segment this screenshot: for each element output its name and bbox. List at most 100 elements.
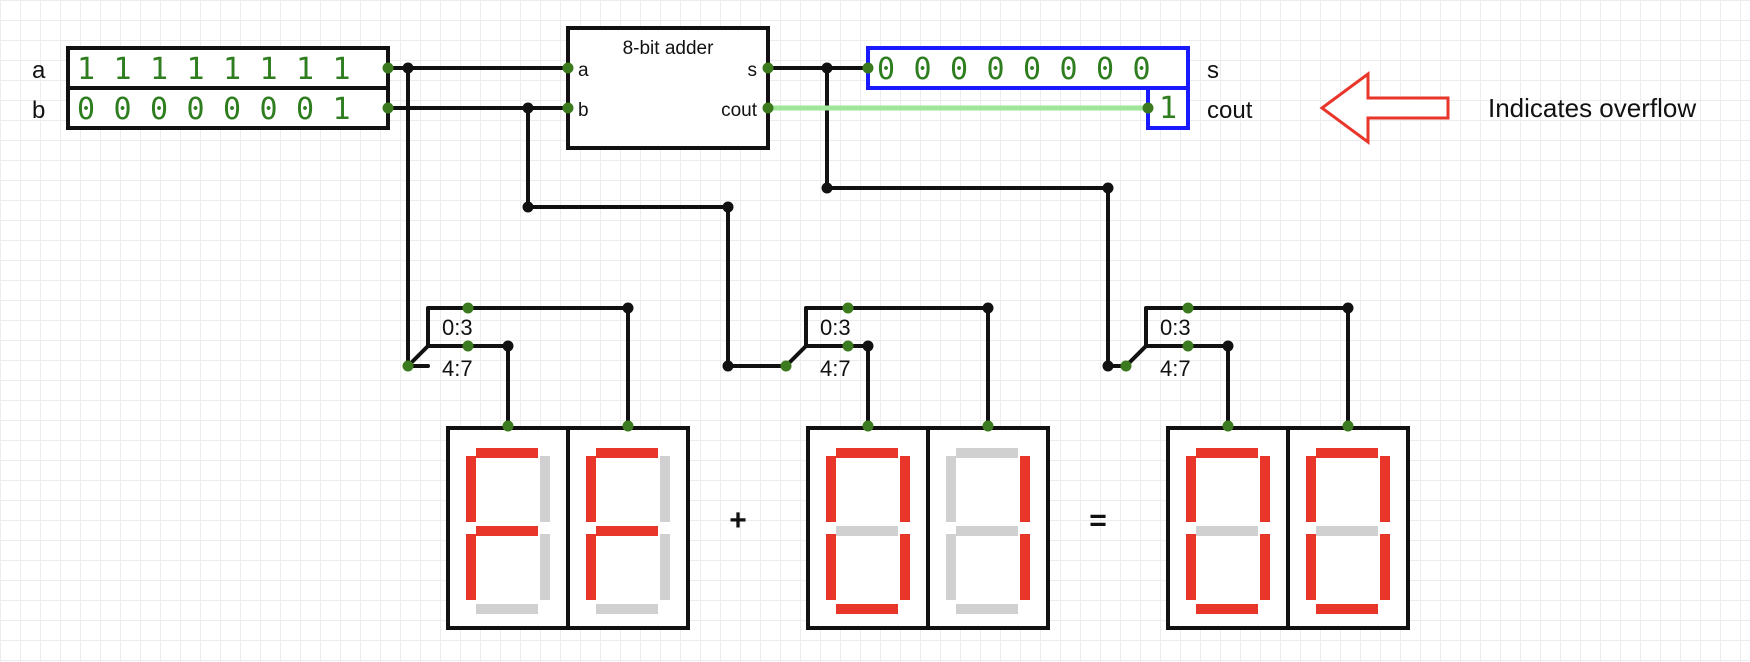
wire-junction [1102, 182, 1114, 194]
input-b-bit[interactable]: 0 [296, 92, 314, 127]
display-1-digit-1-segment-e [466, 534, 476, 600]
input-b-bit[interactable]: 0 [77, 92, 95, 127]
display-1-digit-2-segment-b [660, 456, 670, 522]
display-2-digit-2-segment-c [1020, 534, 1030, 600]
splitter-3-high-label: 4:7 [1160, 356, 1191, 381]
port-node [1342, 420, 1354, 432]
port-node [1182, 340, 1194, 352]
splitter-1-low-label: 0:3 [442, 315, 473, 340]
display-3-digit-2-segment-g [1316, 526, 1378, 536]
input-a-bit[interactable]: 1 [77, 52, 95, 87]
wire-junction [1342, 302, 1354, 314]
display-2-digit-1-segment-e [826, 534, 836, 600]
overflow-annotation: Indicates overflow [1488, 93, 1696, 123]
port-node [1120, 360, 1132, 372]
adder-title: 8-bit adder [623, 38, 715, 59]
input-a-bit[interactable]: 1 [332, 52, 350, 87]
input-a-bit[interactable]: 1 [150, 52, 168, 87]
port-node [562, 62, 574, 74]
input-b-bit[interactable]: 0 [113, 92, 131, 127]
adder-port-a: a [578, 60, 589, 81]
input-a-bit[interactable]: 1 [259, 52, 277, 87]
output-cout-value: 1 [1159, 91, 1177, 126]
display-2-digit-1-segment-a [836, 448, 898, 458]
input-b-bit[interactable]: 0 [259, 92, 277, 127]
display-3-digit-1-segment-d [1196, 604, 1258, 614]
wire-junction [502, 340, 514, 352]
output-s-bit: 0 [913, 52, 931, 87]
port-node [1182, 302, 1194, 314]
output-s-bit: 0 [1059, 52, 1077, 87]
display-3-digit-2-segment-b [1380, 456, 1390, 522]
port-node [502, 420, 514, 432]
output-s-bit: 0 [986, 52, 1004, 87]
display-1-digit-2-segment-e [586, 534, 596, 600]
display-2-digit-1-segment-b [900, 456, 910, 522]
display-2-digit-1-segment-c [900, 534, 910, 600]
wire-junction [722, 201, 734, 213]
display-2-digit-2-segment-g [956, 526, 1018, 536]
port-node [562, 102, 574, 114]
junction-nodes [382, 62, 1354, 432]
input-a-bit[interactable]: 1 [113, 52, 131, 87]
left-arrow-icon [1319, 71, 1450, 145]
plus-operator: + [729, 504, 747, 537]
input-a-bit[interactable]: 1 [186, 52, 204, 87]
wire-junction [402, 62, 414, 74]
output-s-register [866, 46, 1190, 90]
splitter-2-low-label: 0:3 [820, 315, 851, 340]
splitter-1-high-label: 4:7 [442, 356, 473, 381]
port-node [382, 102, 394, 114]
display-1-digit-1-segment-d [476, 604, 538, 614]
display-1-digit-2-segment-d [596, 604, 658, 614]
display-2-digit-1-segment-g [836, 526, 898, 536]
wire-junction [1222, 340, 1234, 352]
display-1-digit-1-segment-g [476, 526, 538, 536]
input-a-bit[interactable]: 1 [296, 52, 314, 87]
display-segments [466, 448, 1390, 614]
output-cout-label: cout [1207, 97, 1253, 124]
adder-port-cout: cout [721, 100, 758, 121]
display-2-digit-1-segment-d [836, 604, 898, 614]
adder-port-b: b [578, 100, 589, 121]
display-3-digit-1-segment-c [1260, 534, 1270, 600]
display-1-digit-1-segment-f [466, 456, 476, 522]
wire-junction [522, 102, 534, 114]
display-3-digit-1-segment-a [1196, 448, 1258, 458]
display-3-digit-1-segment-g [1196, 526, 1258, 536]
input-a-bit[interactable]: 1 [223, 52, 241, 87]
port-node [842, 302, 854, 314]
adder-block[interactable] [566, 26, 770, 150]
port-node [862, 420, 874, 432]
input-b-bit[interactable]: 1 [332, 92, 350, 127]
input-b-label: b [32, 97, 45, 124]
wire-junction [862, 340, 874, 352]
input-b-bit[interactable]: 0 [186, 92, 204, 127]
display-2-digit-1-segment-f [826, 456, 836, 522]
display-1-digit-2-segment-c [660, 534, 670, 600]
splitter-2-high-label: 4:7 [820, 356, 851, 381]
wire-junction [722, 360, 734, 372]
input-register [66, 46, 390, 130]
display-2-digit-2-segment-d [956, 604, 1018, 614]
display-2-digit-2-segment-a [956, 448, 1018, 458]
port-node [862, 62, 874, 74]
splitter-3-low-label: 0:3 [1160, 315, 1191, 340]
display-1-digit-2-segment-f [586, 456, 596, 522]
adder-port-s: s [748, 60, 758, 81]
wire-junction [821, 182, 833, 194]
input-b-bit[interactable]: 0 [150, 92, 168, 127]
input-b-bit[interactable]: 0 [223, 92, 241, 127]
display-1-digit-1-segment-c [540, 534, 550, 600]
port-node [1142, 102, 1154, 114]
port-node [622, 420, 634, 432]
port-node [762, 102, 774, 114]
equals-operator: = [1089, 504, 1107, 537]
wire-junction [1102, 360, 1114, 372]
display-3-digit-2-segment-f [1306, 456, 1316, 522]
display-1-digit-2-segment-g [596, 526, 658, 536]
display-3-digit-1-segment-e [1186, 534, 1196, 600]
